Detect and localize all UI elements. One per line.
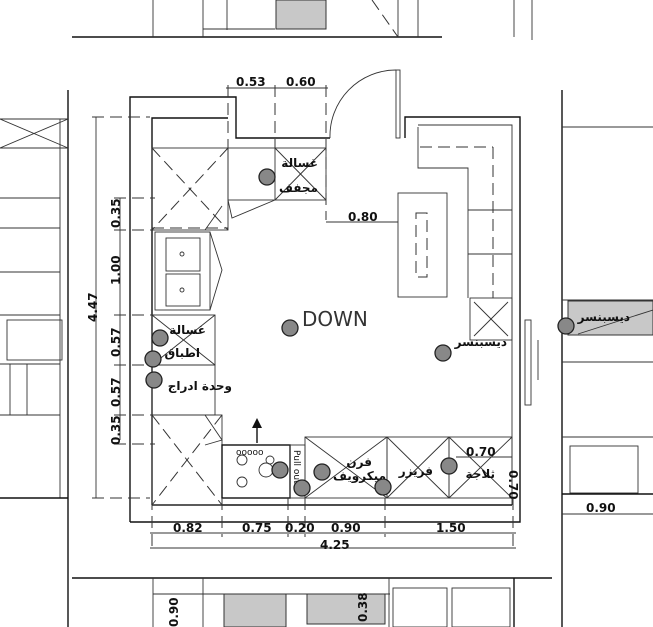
marker-pin-icon — [281, 319, 299, 337]
dim-left-total: 4.47 — [86, 292, 100, 322]
label-dryer: مجفف — [279, 181, 318, 195]
left-cabinets — [151, 147, 229, 506]
marker-pin-icon — [434, 344, 452, 362]
marker-pin-icon — [440, 457, 458, 475]
marker-pin-icon — [145, 371, 163, 389]
sink — [154, 231, 211, 311]
markers — [144, 168, 575, 497]
label-dispenser: ديسبنسر — [454, 335, 507, 349]
marker-pin-icon — [258, 168, 276, 186]
dim-left-c: 0.57 — [109, 327, 123, 357]
dim-island-gap: 0.80 — [348, 210, 378, 224]
label-pull-out: Pull out — [291, 450, 301, 484]
down-label: DOWN — [302, 307, 368, 331]
left-room — [0, 90, 69, 627]
dim-bottom-b: 0.75 — [242, 521, 272, 535]
dim-fridge-depth: 0.70 — [506, 470, 520, 500]
marker-pin-icon — [557, 317, 575, 335]
dim-lower-a: 0.90 — [167, 597, 181, 627]
window — [524, 319, 532, 406]
dim-right-room: 0.90 — [586, 501, 616, 515]
label-microwave: ميكرويف — [333, 469, 386, 484]
svg-text:ooooo: ooooo — [236, 448, 264, 458]
label-washer: غسالة — [281, 156, 318, 170]
left-dimensions: 4.47 0.35 1.00 0.57 0.57 0.35 غسالة اطبا… — [86, 116, 232, 499]
label-drawer-unit: وحدة ادراج — [168, 379, 232, 394]
marker-pin-icon — [293, 479, 311, 497]
dim-left-a: 0.35 — [109, 198, 123, 228]
label-dishwasher-1: غسالة — [169, 323, 206, 337]
door-swing — [329, 69, 397, 139]
marker-pin-icon — [151, 329, 169, 347]
label-dispenser-right: ديسبنسر — [577, 310, 630, 324]
dim-bottom-a: 0.82 — [173, 521, 203, 535]
island: 0.80 — [326, 192, 448, 298]
dim-left-b: 1.00 — [109, 255, 123, 285]
label-freezer: فريزر — [398, 464, 433, 478]
right-counter: ديسبنسر — [417, 127, 513, 349]
dim-bottom-c: 0.20 — [285, 521, 315, 535]
dispenser-unit — [469, 297, 513, 341]
dim-top-b: 0.60 — [286, 75, 316, 89]
right-room: 0.90 ديسبنسر — [561, 90, 653, 627]
marker-pin-icon — [144, 350, 162, 368]
dim-bottom-total: 4.25 — [320, 538, 350, 552]
door-leaf — [395, 69, 401, 139]
washer-dryer: 0.53 0.60 غسالة مجفف — [226, 75, 328, 220]
dim-bottom-e: 1.50 — [436, 521, 466, 535]
bottom-cabinets: ooooo Pull out فرن ميكرويف فريزر ثلاجة 0… — [221, 418, 520, 500]
dim-fridge-width: 0.70 — [466, 445, 496, 459]
marker-pin-icon — [313, 463, 331, 481]
dim-left-e: 0.35 — [109, 415, 123, 445]
marker-pin-icon — [374, 478, 392, 496]
dim-top-a: 0.53 — [236, 75, 266, 89]
label-oven: فرن — [346, 455, 372, 469]
marker-pin-icon — [271, 461, 289, 479]
dim-lower-b: 0.38 — [356, 592, 370, 622]
label-dishwasher-2: اطباق — [164, 346, 200, 360]
upper-room — [72, 0, 533, 40]
dim-bottom-d: 0.90 — [331, 521, 361, 535]
lower-room: 0.90 0.38 — [72, 577, 552, 627]
label-fridge: ثلاجة — [465, 467, 495, 481]
kitchen-walls — [129, 69, 539, 523]
bottom-dimensions: 0.82 0.75 0.20 0.90 1.50 4.25 — [150, 498, 516, 552]
dim-left-d: 0.57 — [109, 377, 123, 407]
